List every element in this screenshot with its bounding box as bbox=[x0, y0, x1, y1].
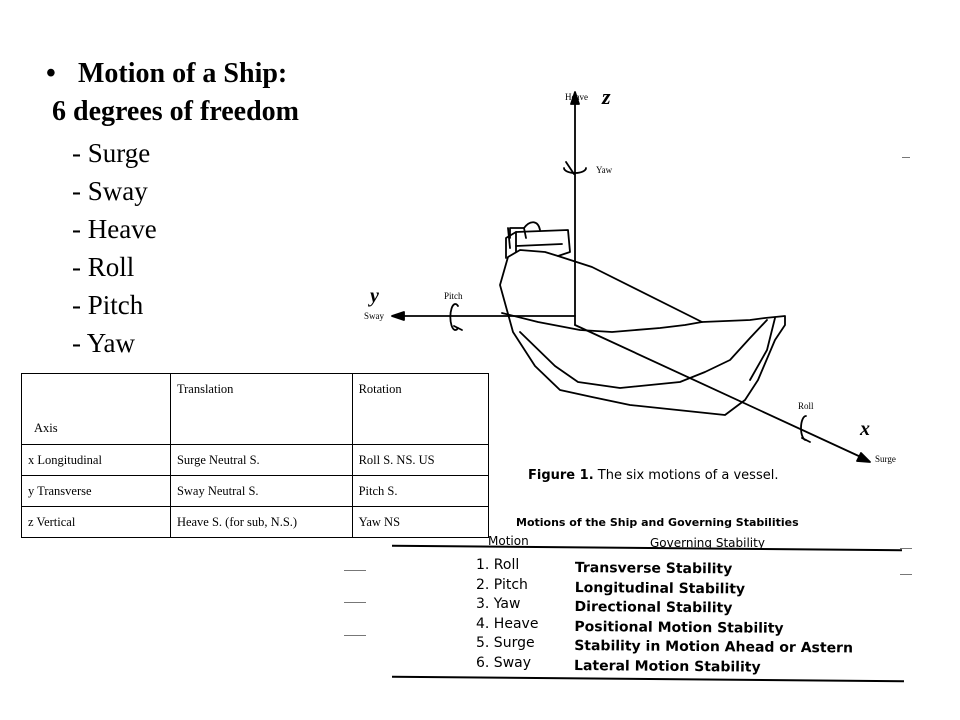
label-heave: Heave bbox=[565, 92, 588, 102]
label-sway: Sway bbox=[364, 311, 384, 321]
stability-item: Stability in Motion Ahead or Astern bbox=[574, 637, 854, 657]
table-cell: y Transverse bbox=[21, 475, 171, 507]
label-z: z bbox=[601, 84, 611, 109]
roll-rotation-icon bbox=[800, 415, 807, 441]
axis-table: Axis Translation Rotation x Longitudinal… bbox=[21, 373, 490, 538]
motion-item: 3. Yaw bbox=[476, 596, 521, 612]
bullet-icon: • bbox=[46, 58, 56, 89]
ship-waterline bbox=[519, 319, 768, 389]
pitch-rotation-icon bbox=[449, 303, 459, 331]
scan-mark bbox=[344, 570, 366, 571]
label-x: x bbox=[859, 418, 870, 440]
ship-bow-line bbox=[749, 317, 776, 381]
motion-item: 6. Sway bbox=[476, 654, 532, 671]
table-cell: Roll S. NS. US bbox=[351, 444, 490, 476]
x-axis-line bbox=[574, 324, 864, 459]
table-cell: Pitch S. bbox=[351, 475, 490, 507]
figure-caption: Figure 1. The six motions of a vessel. bbox=[528, 468, 778, 483]
motion-item: 1. Roll bbox=[476, 557, 520, 573]
table-cell: Yaw NS bbox=[351, 506, 490, 538]
ship-deck-line bbox=[501, 312, 703, 333]
z-axis-arrowhead bbox=[570, 91, 580, 105]
scan-mark bbox=[344, 635, 366, 636]
x-axis-arrowhead bbox=[856, 452, 871, 463]
pitch-rotation-arrow bbox=[453, 325, 463, 331]
roll-rotation-arrow bbox=[801, 437, 811, 443]
wheelhouse-front bbox=[509, 227, 527, 239]
scan-mark bbox=[900, 548, 912, 549]
table-row: z Vertical Heave S. (for sub, N.S.) Yaw … bbox=[21, 506, 490, 538]
table-top-rule bbox=[392, 544, 902, 552]
table-header-row: Axis Translation Rotation bbox=[21, 373, 490, 445]
heading-block: • Motion of a Ship: bbox=[46, 56, 287, 92]
yaw-rotation-arrow bbox=[565, 161, 575, 175]
stability-list: Transverse Stability Longitudinal Stabil… bbox=[574, 559, 854, 678]
table-row: y Transverse Sway Neutral S. Pitch S. bbox=[21, 475, 490, 507]
stability-item: Transverse Stability bbox=[574, 559, 733, 578]
dof-list: - Surge - Sway - Heave - Roll - Pitch - … bbox=[72, 134, 157, 362]
dof-item-roll: - Roll bbox=[72, 252, 135, 282]
caption-label: Figure 1. bbox=[528, 468, 594, 483]
stability-item: Lateral Motion Stability bbox=[574, 657, 761, 676]
motions-table-title: Motions of the Ship and Governing Stabil… bbox=[516, 516, 799, 529]
dof-item-yaw: - Yaw bbox=[72, 328, 136, 358]
label-pitch: Pitch bbox=[444, 291, 463, 301]
yaw-rotation-icon bbox=[563, 167, 587, 174]
scan-mark bbox=[902, 157, 910, 158]
funnel bbox=[523, 221, 541, 231]
header-rotation: Rotation bbox=[351, 373, 490, 445]
motion-item: 2. Pitch bbox=[476, 576, 528, 593]
slide-title: • Motion of a Ship: bbox=[46, 56, 287, 92]
motions-list: 1. Roll 2. Pitch 3. Yaw 4. Heave 5. Surg… bbox=[476, 556, 538, 673]
stability-item: Longitudinal Stability bbox=[574, 579, 746, 597]
dof-item-heave: - Heave bbox=[72, 214, 157, 244]
ship-motion-figure: Heave z Yaw y Pitch Sway Roll x Surge bbox=[364, 84, 896, 464]
superstructure-top bbox=[515, 229, 571, 257]
superstructure-left bbox=[505, 231, 517, 259]
stability-item: Positional Motion Stability bbox=[574, 618, 784, 637]
label-yaw: Yaw bbox=[596, 165, 613, 175]
table-cell: Sway Neutral S. bbox=[169, 475, 353, 507]
y-axis-arrowhead bbox=[391, 311, 405, 321]
scan-mark bbox=[900, 574, 912, 575]
caption-text: The six motions of a vessel. bbox=[593, 468, 779, 483]
slide-subtitle: 6 degrees of freedom bbox=[52, 96, 299, 127]
col-motion-label: Motion bbox=[488, 534, 529, 548]
motion-item: 5. Surge bbox=[476, 635, 535, 651]
header-axis: Axis bbox=[21, 373, 171, 445]
scan-mark bbox=[344, 602, 366, 603]
stability-item: Directional Stability bbox=[574, 598, 733, 617]
motion-item: 4. Heave bbox=[476, 615, 539, 632]
ship-hull bbox=[499, 249, 786, 416]
table-cell: Heave S. (for sub, N.S.) bbox=[169, 506, 353, 538]
header-translation: Translation bbox=[169, 373, 353, 445]
table-cell: Surge Neutral S. bbox=[169, 444, 353, 476]
title-text: Motion of a Ship: bbox=[78, 58, 288, 89]
label-surge: Surge bbox=[875, 454, 896, 464]
superstructure-detail bbox=[507, 227, 511, 249]
table-row: x Longitudinal Surge Neutral S. Roll S. … bbox=[21, 444, 490, 476]
table-cell: z Vertical bbox=[21, 506, 171, 538]
dof-item-surge: - Surge bbox=[72, 138, 151, 168]
table-cell: x Longitudinal bbox=[21, 444, 171, 476]
dof-item-pitch: - Pitch bbox=[72, 290, 144, 320]
dof-item-sway: - Sway bbox=[72, 176, 148, 206]
label-roll: Roll bbox=[798, 401, 814, 411]
label-y: y bbox=[368, 285, 379, 307]
superstructure-line bbox=[515, 243, 563, 247]
